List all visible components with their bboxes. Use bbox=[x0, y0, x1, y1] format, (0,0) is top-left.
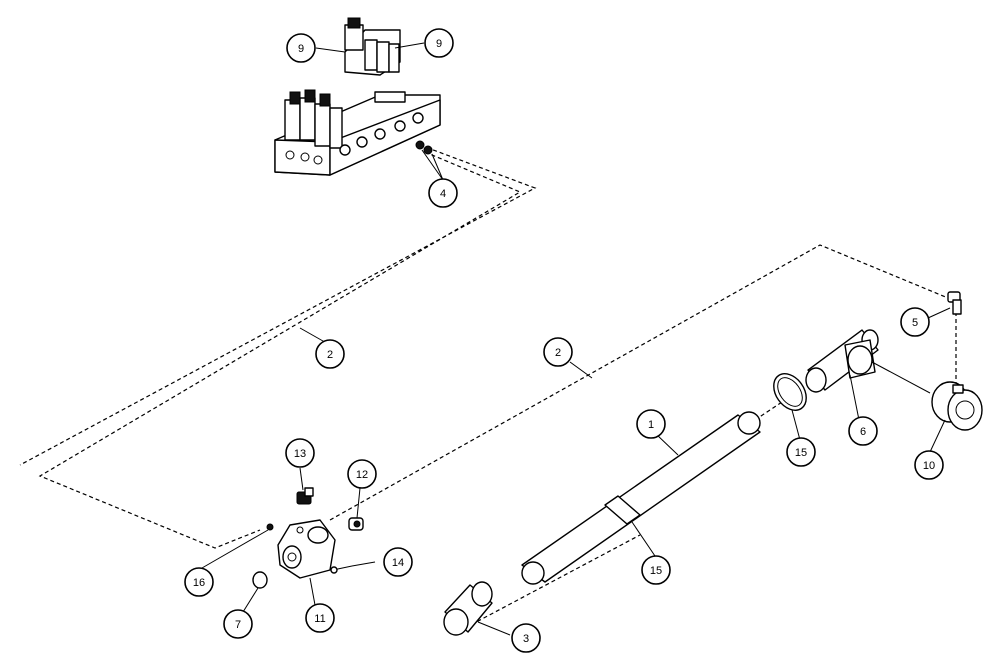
callout-label: 15 bbox=[795, 447, 807, 459]
callout-14: 14 bbox=[383, 547, 413, 577]
callout-9-left: 9 bbox=[286, 33, 316, 63]
callout-label: 5 bbox=[912, 317, 918, 329]
callout-9-right: 9 bbox=[424, 28, 454, 58]
spare-valve-pair bbox=[344, 17, 401, 76]
callout-11: 11 bbox=[305, 603, 335, 633]
elbow-fitting bbox=[947, 291, 962, 315]
callout-label: 7 bbox=[235, 619, 241, 631]
callout-label: 11 bbox=[314, 613, 325, 625]
callout-16: 16 bbox=[184, 567, 214, 597]
callout-13: 13 bbox=[285, 438, 315, 468]
tube-main bbox=[521, 411, 761, 585]
callout-label: 15 bbox=[650, 565, 662, 577]
callout-4: 4 bbox=[428, 178, 458, 208]
valve-manifold-assembly bbox=[274, 89, 441, 176]
tubing-line-right bbox=[329, 244, 957, 521]
threaded-fitting bbox=[443, 581, 493, 636]
assembly-axis-line bbox=[464, 534, 641, 629]
callout-label: 14 bbox=[392, 557, 404, 569]
callout-3: 3 bbox=[511, 623, 541, 653]
callout-12: 12 bbox=[347, 459, 377, 489]
tee-fitting bbox=[805, 329, 879, 393]
callout-label: 16 bbox=[193, 577, 205, 589]
callout-6: 6 bbox=[848, 416, 878, 446]
leader-lines bbox=[201, 42, 951, 636]
solenoid-valves bbox=[284, 89, 343, 149]
screw-14 bbox=[330, 565, 353, 574]
callout-label: 2 bbox=[555, 347, 561, 359]
callout-label: 6 bbox=[860, 426, 866, 438]
fitting-12 bbox=[348, 517, 364, 531]
regulator-body bbox=[277, 519, 336, 579]
callout-2-right: 2 bbox=[543, 337, 573, 367]
callout-label: 13 bbox=[294, 448, 306, 460]
tubing-line-left bbox=[19, 144, 537, 549]
pressure-transmitter bbox=[871, 361, 983, 431]
callout-2-left: 2 bbox=[315, 339, 345, 369]
callout-7: 7 bbox=[223, 609, 253, 639]
callout-15-lower: 15 bbox=[641, 555, 671, 585]
callout-1: 1 bbox=[636, 409, 666, 439]
callout-10: 10 bbox=[914, 450, 944, 480]
callout-label: 2 bbox=[327, 349, 333, 361]
callout-label: 12 bbox=[356, 469, 368, 481]
plug-16 bbox=[266, 523, 274, 531]
assembly-axis-line-upper bbox=[754, 399, 786, 421]
callout-label: 10 bbox=[923, 460, 935, 472]
callout-15-upper: 15 bbox=[786, 437, 816, 467]
callout-label: 1 bbox=[648, 419, 654, 431]
callout-5: 5 bbox=[900, 307, 930, 337]
callout-label: 4 bbox=[440, 188, 446, 200]
clamp-ring bbox=[773, 373, 807, 411]
callout-label: 9 bbox=[436, 38, 442, 50]
fitting-13 bbox=[296, 487, 314, 505]
plug-7 bbox=[252, 571, 268, 589]
callout-label: 9 bbox=[298, 43, 304, 55]
callout-label: 3 bbox=[523, 633, 529, 645]
